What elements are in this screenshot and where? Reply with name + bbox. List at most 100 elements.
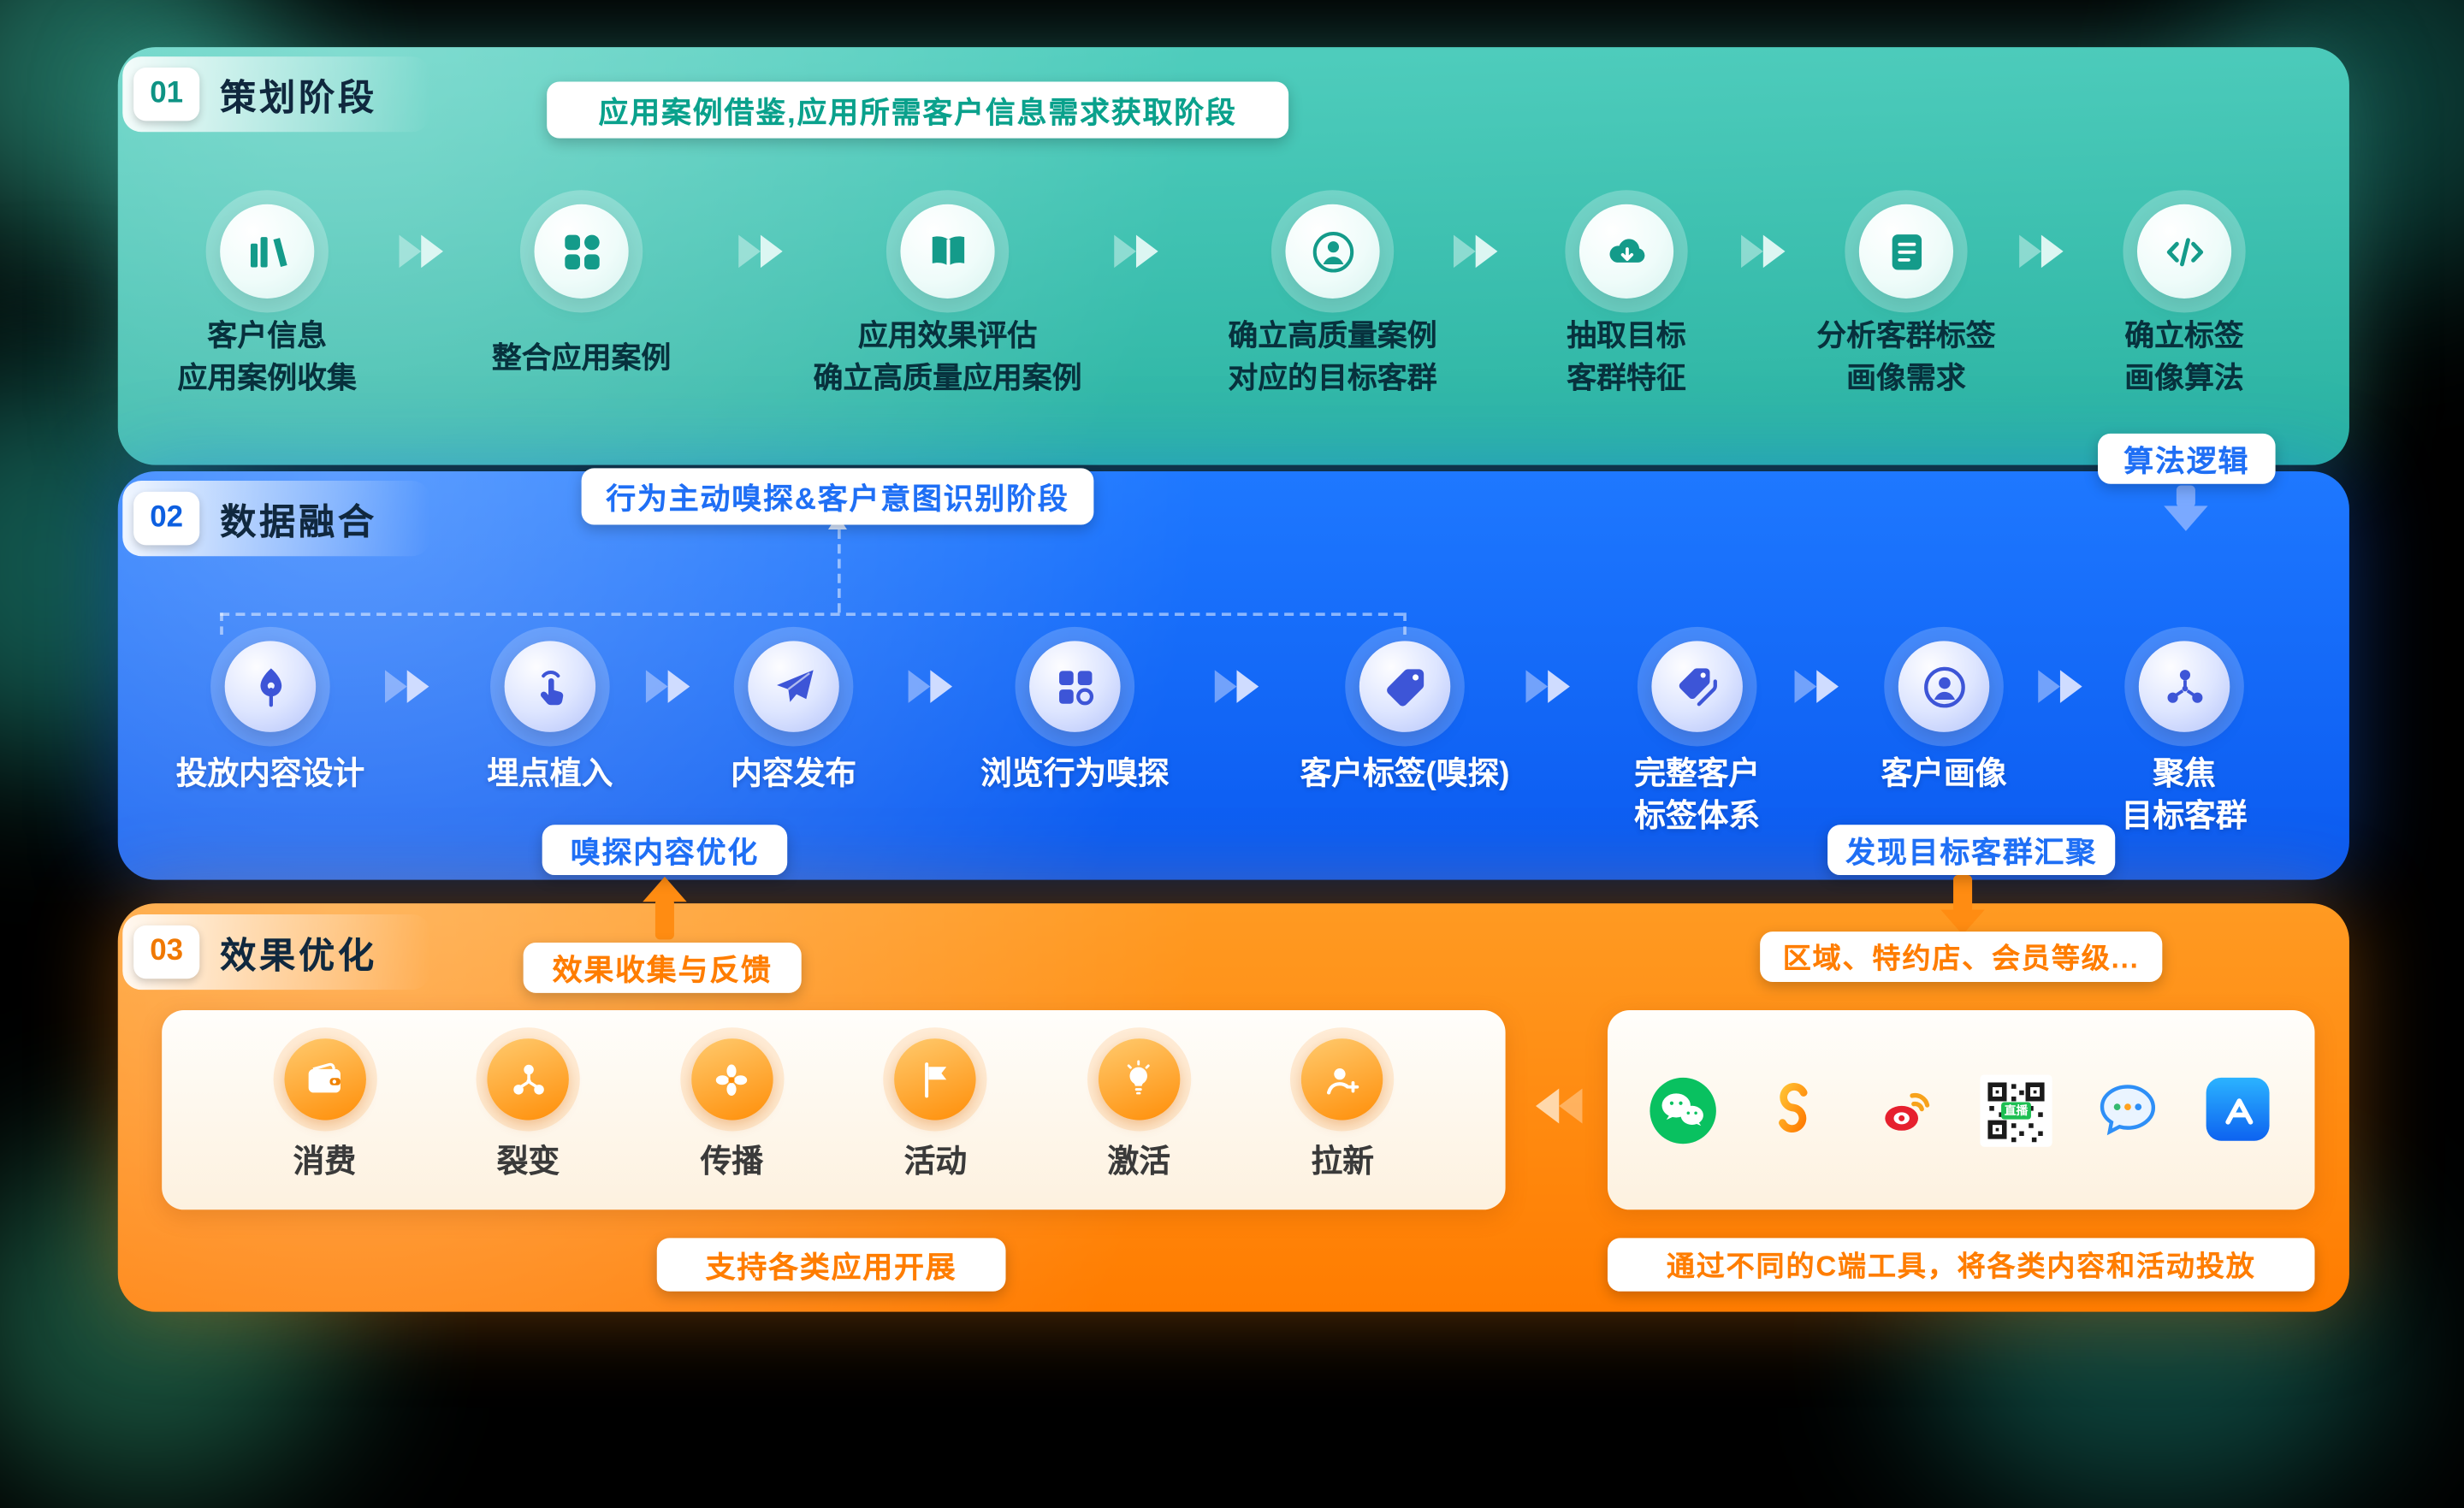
phase1-step: 抽取目标 客群特征 <box>1454 204 1799 409</box>
step-disc <box>1578 204 1674 299</box>
weibo-logo <box>1884 1092 1929 1130</box>
phase1-step: 确立高质量案例 对应的目标客群 <box>1160 204 1506 409</box>
step-disc <box>2138 641 2230 732</box>
phase1-step: 客户信息 应用案例收集 <box>94 204 440 409</box>
arrow-right-icon <box>907 668 960 706</box>
segment-tag: 区域、特约店、会员等级... <box>1760 931 2163 982</box>
algorithm-tag: 算法逻辑 <box>2098 433 2276 484</box>
fission-icon <box>512 1063 544 1094</box>
step-disc <box>1359 641 1451 732</box>
activity-disc <box>283 1038 366 1121</box>
channel-logo <box>2092 1073 2164 1145</box>
arrow-right-icon <box>2036 668 2089 706</box>
fan-icon <box>716 1063 748 1096</box>
feedback-tag: 效果收集与反馈 <box>523 943 802 993</box>
channels-panel: 直播 <box>1607 1010 2315 1210</box>
step-disc <box>1651 641 1743 732</box>
cloud-download-icon <box>1608 238 1644 262</box>
phase1-number: 01 <box>133 67 200 121</box>
bulb-icon <box>1128 1059 1151 1094</box>
step-disc <box>1029 641 1121 732</box>
down-arrow-icon <box>1953 875 1973 914</box>
step-label: 投放内容设计 <box>175 757 365 792</box>
step-label: 聚焦 目标客群 <box>2121 757 2248 835</box>
arrow-right-icon <box>398 233 451 270</box>
step-label: 确立高质量案例 对应的目标客群 <box>1228 320 1437 396</box>
step-label: 确立标签 画像算法 <box>2124 320 2244 396</box>
add-user-icon <box>1326 1067 1359 1094</box>
step-disc <box>534 204 629 299</box>
phase2-step: 埋点植入 <box>393 641 707 796</box>
step-label: 客户标签(嗅探) <box>1300 757 1510 792</box>
phase1-banner: 应用案例借鉴,应用所需客户信息需求获取阶段 <box>547 81 1289 139</box>
phase3-header: 03 效果优化 <box>122 914 431 991</box>
app-store-logo <box>2206 1076 2270 1140</box>
arrow-right-icon <box>1525 668 1578 706</box>
step-disc <box>900 204 995 299</box>
wechat-logo <box>1650 1076 1716 1144</box>
phase1-step: 确立标签 画像算法 <box>2011 204 2357 409</box>
activity-item: 传播 <box>690 1038 773 1181</box>
step-label: 浏览行为嗅探 <box>980 757 1170 792</box>
step-disc <box>220 204 315 299</box>
phase2-number: 02 <box>133 491 200 546</box>
tags-icon <box>1678 667 1717 706</box>
step-disc <box>748 641 839 732</box>
phase1-step: 应用效果评估 确立高质量应用案例 <box>775 204 1121 409</box>
down-arrow-icon <box>1940 909 1985 935</box>
down-arrow-icon <box>2176 485 2195 508</box>
arrow-right-icon <box>737 233 790 270</box>
open-book-icon <box>931 235 964 266</box>
wallet-icon <box>308 1062 341 1092</box>
channel-logo <box>2203 1073 2275 1145</box>
channels-caption: 通过不同的C端工具，将各类内容和活动投放 <box>1607 1238 2315 1292</box>
document-list-icon <box>1891 234 1922 269</box>
step-label: 客户信息 应用案例收集 <box>177 320 357 396</box>
step-label: 埋点植入 <box>487 757 613 792</box>
activities-panel: 消费 裂变 传播 活动 激活 <box>162 1010 1506 1210</box>
step-label: 应用效果评估 确立高质量应用案例 <box>813 320 1082 396</box>
optimize-tag: 嗅探内容优化 <box>542 825 788 876</box>
send-icon <box>776 669 813 701</box>
activities-caption: 支持各类应用开展 <box>656 1238 1006 1292</box>
arrow-right-icon <box>383 668 436 706</box>
arrow-left-icon <box>1527 1085 1584 1127</box>
books-chart-icon <box>250 236 287 267</box>
channel-logo: 直播 <box>1980 1073 2053 1146</box>
phase3-number: 03 <box>133 925 200 979</box>
channel-logo <box>1869 1073 1941 1145</box>
gather-tag: 发现目标客群汇聚 <box>1827 825 2116 876</box>
tap-icon <box>540 670 563 705</box>
step-label: 分析客群标签 画像需求 <box>1816 320 1996 396</box>
phase2-banner: 行为主动嗅探&客户意图识别阶段 <box>581 468 1094 525</box>
step-label: 抽取目标 客群特征 <box>1567 320 1686 396</box>
step-disc <box>1898 641 1990 732</box>
step-disc <box>1285 204 1380 299</box>
activity-disc <box>1301 1038 1384 1121</box>
activity-item: 消费 <box>283 1038 366 1181</box>
phase2-step: 投放内容设计 <box>113 641 427 796</box>
network-icon <box>2166 669 2202 702</box>
profile-icon <box>1923 665 1964 707</box>
down-arrow-icon <box>2164 506 2208 531</box>
phase1-title: 策划阶段 <box>220 76 377 118</box>
step-disc <box>2136 204 2232 299</box>
dashed-connector <box>220 612 1404 616</box>
dashed-connector <box>220 612 223 636</box>
activity-label: 裂变 <box>496 1144 560 1180</box>
phase2-header: 02 数据融合 <box>122 481 431 557</box>
activity-label: 激活 <box>1107 1144 1171 1180</box>
activity-item: 裂变 <box>487 1038 570 1181</box>
pen-icon <box>259 667 281 707</box>
activity-disc <box>690 1038 773 1121</box>
phase2-title: 数据融合 <box>220 500 377 542</box>
channel-logo <box>1758 1073 1830 1145</box>
up-arrow-icon <box>654 898 674 940</box>
phase2-step: 客户标签(嗅探) <box>1247 641 1561 796</box>
activity-label: 传播 <box>700 1144 764 1180</box>
step-disc <box>1858 204 1954 299</box>
phase1-header: 01 策划阶段 <box>122 56 431 133</box>
live-qrcode-logo: 直播 <box>1980 1073 2053 1146</box>
arrow-right-icon <box>644 668 697 706</box>
